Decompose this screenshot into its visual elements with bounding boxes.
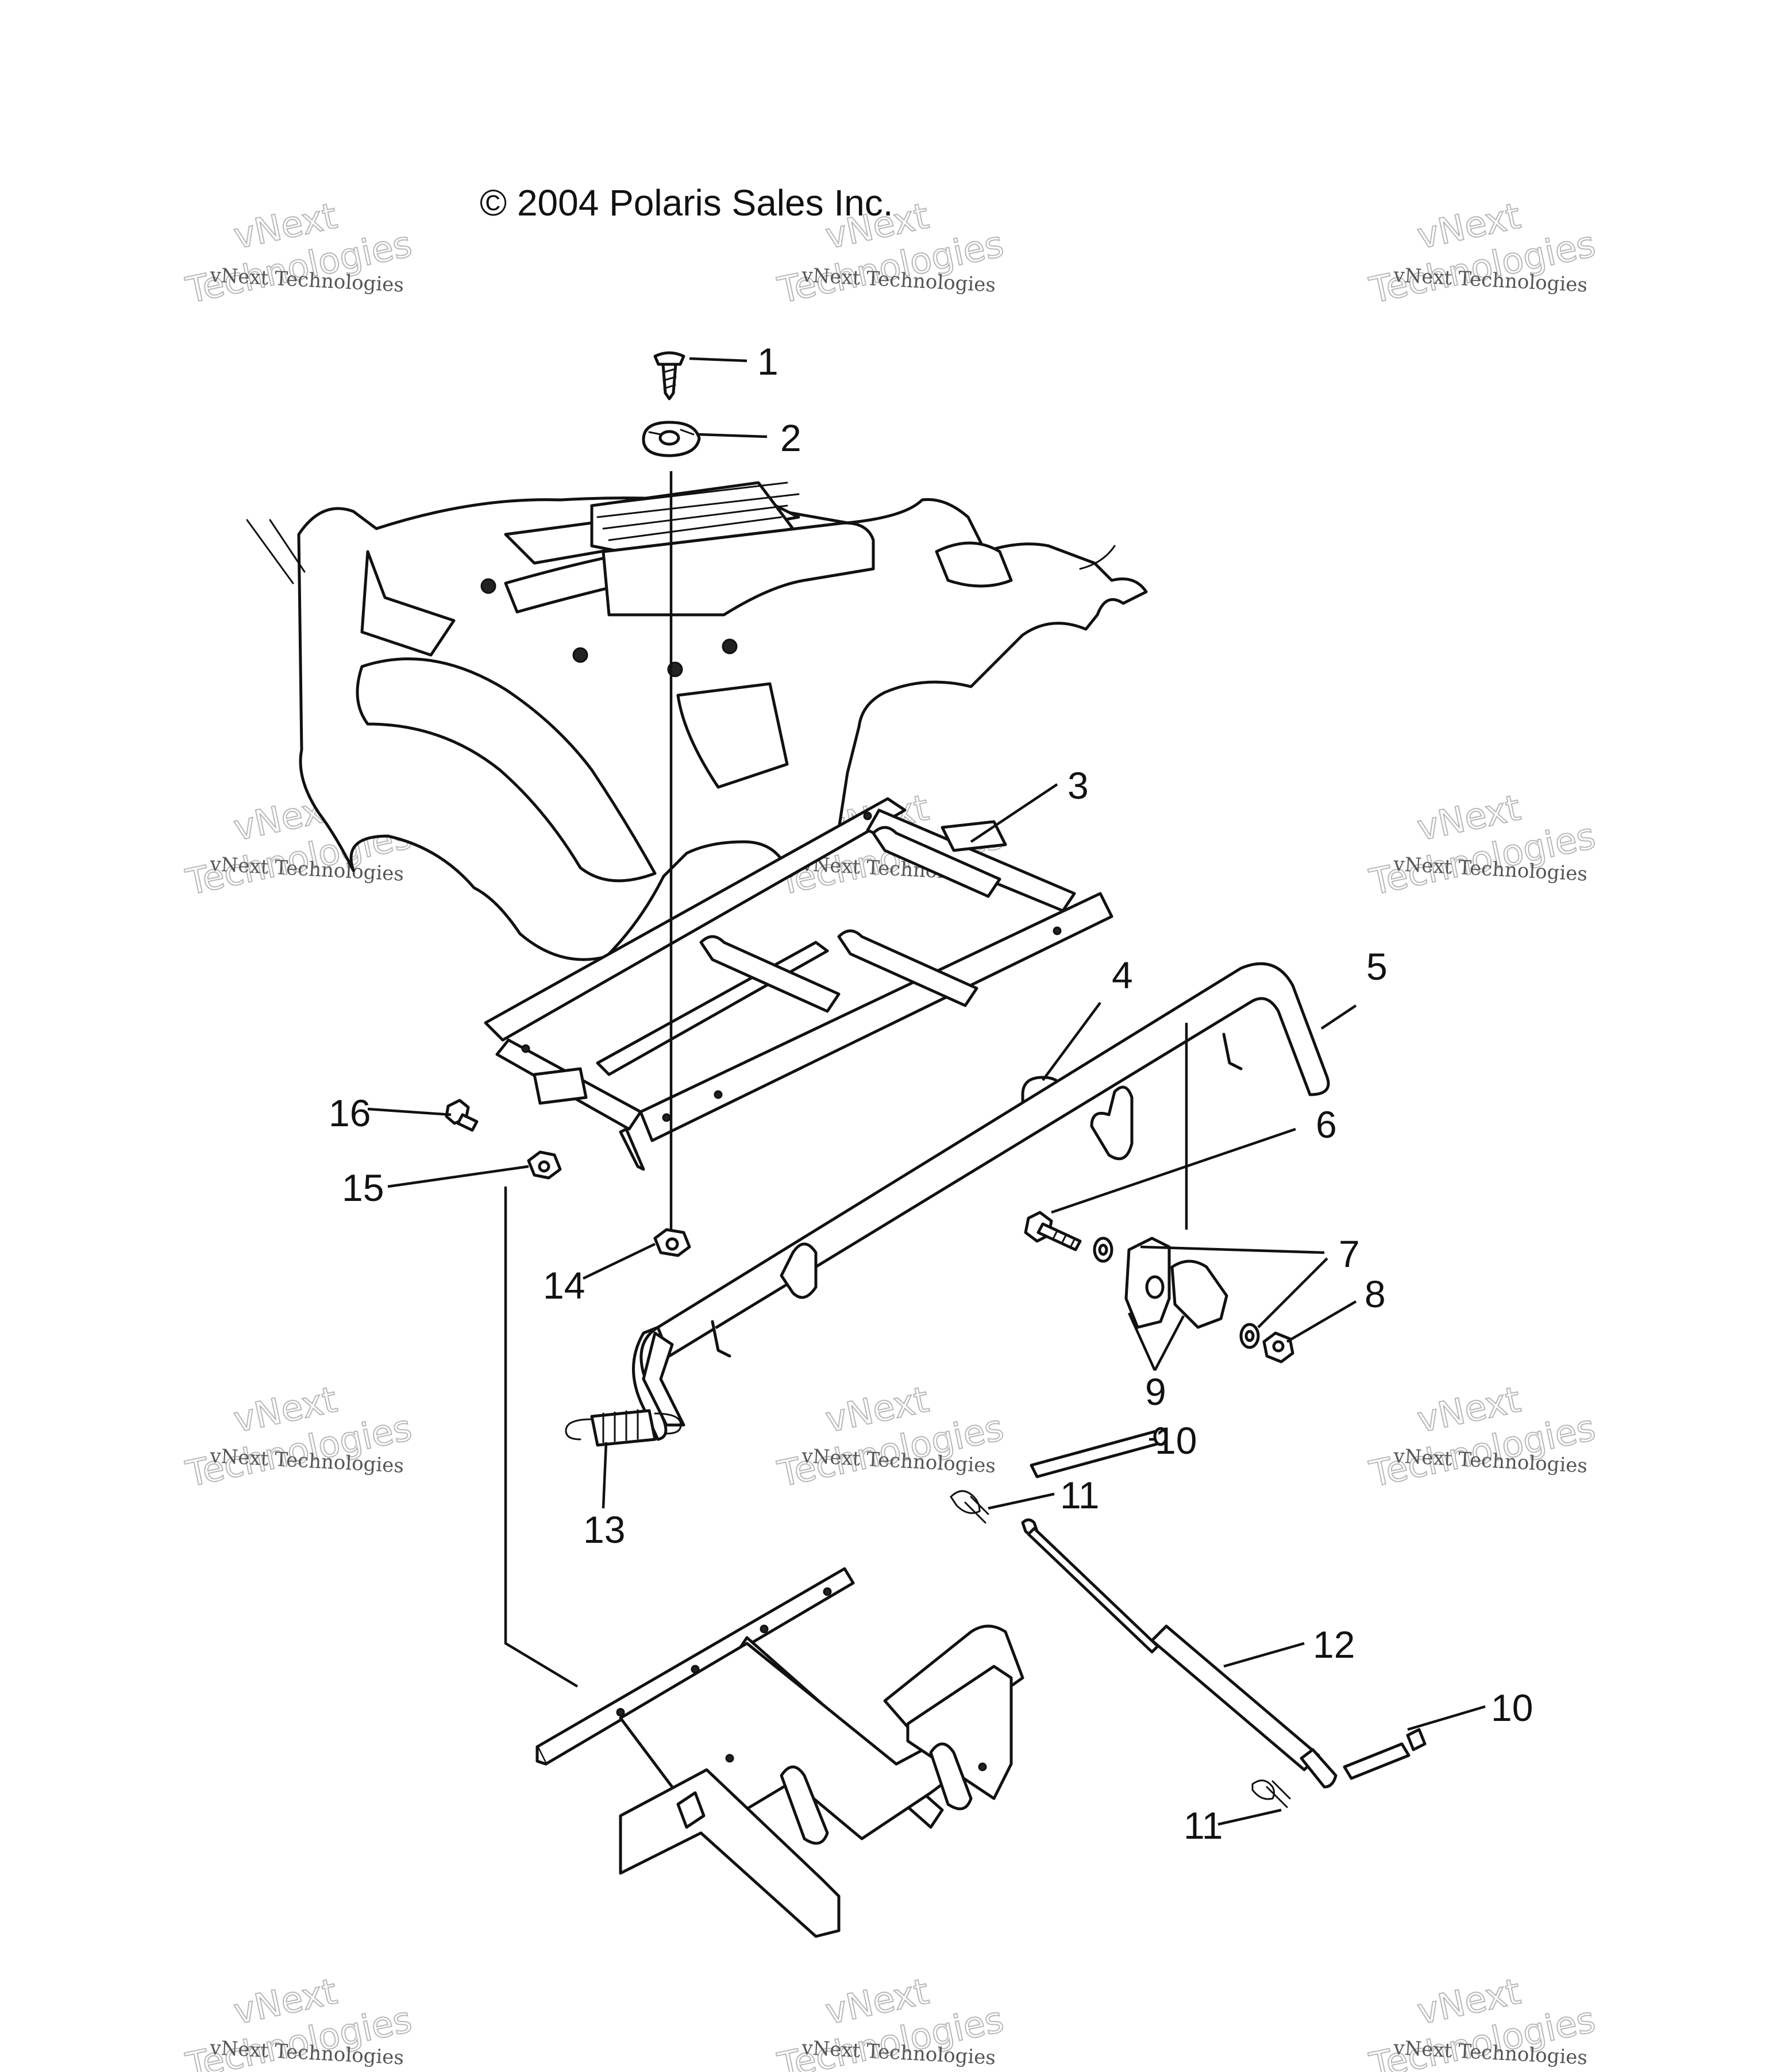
leader-5: [1320, 1004, 1357, 1030]
assembly-line-chassis: [504, 1187, 579, 1688]
callout-3: 3: [1068, 764, 1089, 807]
callout-labels: 1 2 3 4 5 6 7 8 9 10 10 11 11 12 13 14 1…: [329, 340, 1533, 1847]
leader-14: [583, 1242, 656, 1280]
fender-mount-hole: [572, 647, 588, 663]
part-6-bolt: [1024, 1211, 1082, 1251]
lower-chassis-frame: [535, 1567, 1024, 1938]
part-11-clip-upper: [950, 1490, 989, 1524]
fender-mount-hole: [722, 638, 738, 654]
leader-6: [1051, 1127, 1296, 1214]
fender-mount-hole: [480, 578, 496, 594]
copyright-text: © 2004 Polaris Sales Inc.: [480, 182, 893, 224]
leader-8: [1286, 1300, 1357, 1343]
callout-6: 6: [1316, 1103, 1337, 1146]
part-10-pin-lower: [1343, 1728, 1427, 1780]
part-13-spring: [565, 1409, 682, 1447]
part-1-screw: [653, 351, 685, 400]
leader-12: [1223, 1642, 1305, 1668]
callout-2: 2: [780, 417, 801, 459]
leader-9b: [1154, 1315, 1185, 1372]
watermark-top-center: vNext Technologies: [773, 194, 1008, 312]
callout-8: 8: [1365, 1273, 1386, 1315]
callout-11-upper: 11: [1060, 1474, 1100, 1516]
part-3-rack-frame: [484, 797, 1113, 1171]
leader-3: [970, 783, 1058, 843]
leader-13: [602, 1442, 608, 1509]
part-10-pin-upper: [1030, 1427, 1168, 1478]
callout-10-upper: 10: [1155, 1419, 1197, 1462]
callout-13: 13: [583, 1508, 625, 1551]
callout-1: 1: [757, 340, 779, 383]
leader-1: [689, 357, 747, 363]
leader-10b: [1407, 1705, 1486, 1731]
callout-14: 14: [543, 1264, 585, 1307]
part-9-bracket: [1124, 1237, 1228, 1329]
callout-5: 5: [1366, 945, 1388, 988]
leader-4: [1042, 1002, 1101, 1081]
leader-9a: [1127, 1312, 1157, 1371]
callout-16: 16: [329, 1092, 371, 1134]
part-14-flange-nut: [653, 1228, 691, 1257]
part-5-rail-bar: [632, 962, 1330, 1441]
callout-7: 7: [1339, 1233, 1360, 1275]
watermark-bottom-right: vNext Technologies: [1365, 1970, 1600, 2072]
leader-16: [367, 1107, 452, 1116]
callout-12: 12: [1313, 1623, 1355, 1666]
callout-15: 15: [342, 1166, 384, 1209]
leader-7a: [1140, 1245, 1325, 1254]
leader-11b: [1217, 1808, 1282, 1826]
leader-2: [697, 433, 768, 438]
part-7-washer-upper: [1093, 1237, 1113, 1263]
part-12-gas-strut: [1021, 1518, 1338, 1789]
part-11-clip-lower: [1251, 1780, 1291, 1808]
callout-4: 4: [1112, 954, 1133, 996]
callout-9: 9: [1145, 1370, 1166, 1413]
leader-11a: [988, 1492, 1055, 1510]
part-2-clip: [642, 421, 701, 457]
callout-10-lower: 10: [1491, 1686, 1533, 1729]
callout-11-lower: 11: [1184, 1804, 1223, 1847]
leader-7b: [1257, 1257, 1328, 1328]
leader-lines: [367, 357, 1486, 1826]
leader-15: [387, 1165, 529, 1188]
part-7-washer-lower: [1239, 1323, 1260, 1349]
part-16-bolt: [445, 1099, 479, 1132]
part-15-flange-nut: [527, 1150, 562, 1180]
rear-fender-body: [246, 481, 1148, 961]
part-8-nut: [1262, 1331, 1294, 1364]
